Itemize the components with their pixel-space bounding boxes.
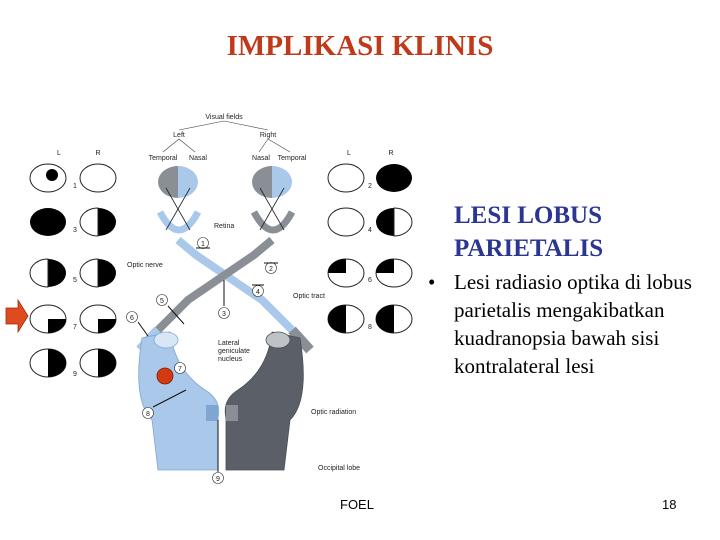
field-pair-9: 9 <box>29 348 117 378</box>
col-L-left: L <box>57 150 61 157</box>
field-pair-8: 8 <box>327 304 413 334</box>
optic-nerve-label: Optic nerve <box>127 262 163 269</box>
lesion-number-2: 2 <box>269 266 273 273</box>
svg-text:1: 1 <box>73 183 77 190</box>
heading-line-2: PARIETALIS <box>454 235 604 262</box>
bullet-text: Lesi radiasio optika di lobus parietalis… <box>454 270 692 378</box>
svg-text:4: 4 <box>368 227 372 234</box>
lesion-number-9: 9 <box>216 476 220 483</box>
slide-title: IMPLIKASI KLINIS <box>226 30 494 62</box>
visual-fields-label: Visual fields <box>205 114 243 121</box>
optic-tract-label: Optic tract <box>293 293 325 300</box>
svg-text:5: 5 <box>73 277 77 284</box>
lgn-label-1: Lateral <box>218 340 240 347</box>
brain-radiations <box>138 331 304 471</box>
field-pair-4: 4 <box>327 207 413 237</box>
field-pair-2: 2 <box>327 163 412 193</box>
svg-text:9: 9 <box>73 371 77 378</box>
left-label: Left <box>173 132 185 139</box>
field-pair-6: 6 <box>327 258 413 288</box>
svg-text:8: 8 <box>368 324 372 331</box>
field-pair-7: 7 <box>29 304 117 334</box>
temporal-right-label: Temporal <box>278 155 307 162</box>
visual-pathway-figure: Visual fields Left Right Temporal Nasal … <box>0 100 420 500</box>
right-eye <box>250 166 296 234</box>
bullet-dot-icon: • <box>428 270 436 294</box>
field-pair-3: 3 <box>30 207 116 237</box>
lesion-number-6: 6 <box>130 315 134 322</box>
field-defect-diagrams: 1 3 5 7 9 2 <box>29 163 413 378</box>
nasal-right-label: Nasal <box>252 155 270 162</box>
retina-label: Retina <box>214 223 234 230</box>
lgn-label-2: geniculate <box>218 348 250 355</box>
col-L-right: L <box>347 150 351 157</box>
lgn-label-3: nucleus <box>218 356 243 363</box>
lesion-number-4: 4 <box>256 289 260 296</box>
svg-text:3: 3 <box>73 227 77 234</box>
lesion-number-8: 8 <box>146 411 150 418</box>
col-R-right: R <box>388 150 393 157</box>
svg-text:6: 6 <box>368 277 372 284</box>
field-pair-1: 1 <box>29 163 117 193</box>
temporal-left-label: Temporal <box>149 155 178 162</box>
section-heading: LESI LOBUS PARIETALIS <box>454 199 704 265</box>
lesion-number-1: 1 <box>201 241 205 248</box>
visual-pathway-diagram: Visual fields Left Right Temporal Nasal … <box>5 114 413 484</box>
footer-center: FOEL <box>340 497 374 512</box>
nasal-left-label: Nasal <box>189 155 207 162</box>
svg-text:7: 7 <box>73 324 77 331</box>
col-R-left: R <box>95 150 100 157</box>
lesion-markers: 1 2 3 4 5 6 7 8 9 <box>126 237 278 484</box>
field-pair-5: 5 <box>29 258 116 288</box>
lesion-highlight-marker <box>156 367 174 385</box>
lesion-number-7: 7 <box>178 366 182 373</box>
svg-text:2: 2 <box>368 183 372 190</box>
pointer-arrow-icon <box>5 298 29 334</box>
heading-line-1: LESI LOBUS <box>454 202 602 229</box>
page-number: 18 <box>662 497 677 512</box>
lesion-number-3: 3 <box>222 311 226 318</box>
left-eye <box>156 166 202 234</box>
lesion-number-5: 5 <box>160 298 164 305</box>
occipital-lobe-label: Occipital lobe <box>318 465 360 472</box>
optic-radiation-label: Optic radiation <box>311 409 356 416</box>
right-label: Right <box>260 132 276 139</box>
